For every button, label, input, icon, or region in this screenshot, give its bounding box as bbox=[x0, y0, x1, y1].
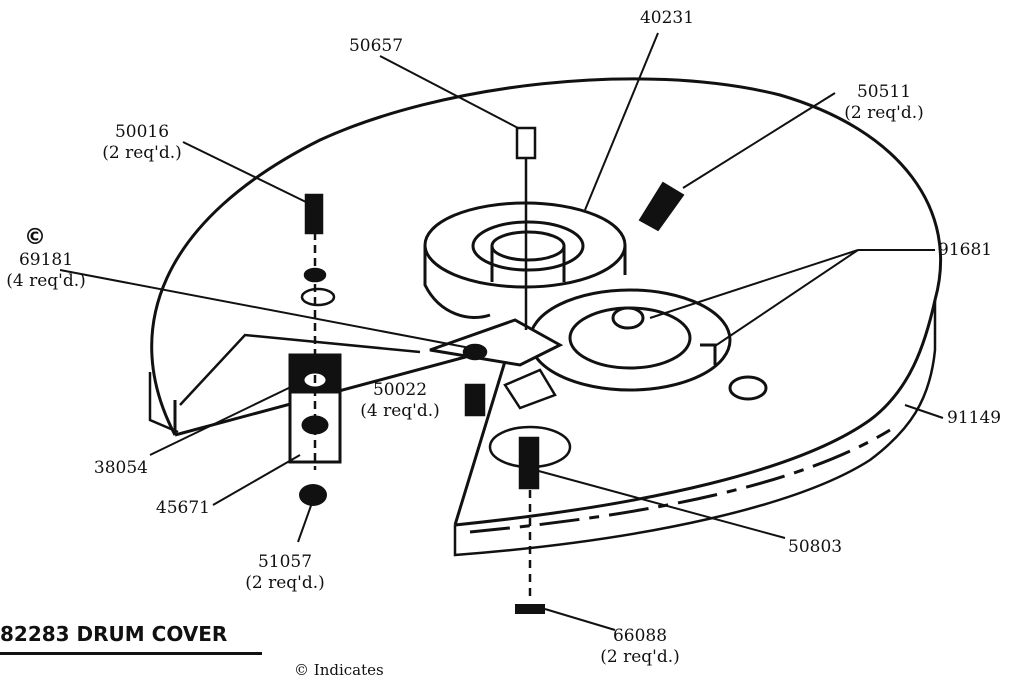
quantity: (2 req'd.) bbox=[600, 647, 680, 667]
part-number: 91149 bbox=[947, 408, 1002, 428]
quantity: (2 req'd.) bbox=[844, 103, 924, 123]
part-number: 91681 bbox=[938, 240, 993, 260]
part-number: 51057 bbox=[257, 552, 313, 572]
part-number: 38054 bbox=[93, 458, 148, 478]
callout-91681: 91681 bbox=[938, 240, 992, 261]
quantity: (2 req'd.) bbox=[245, 573, 325, 593]
rivet-50657 bbox=[515, 126, 537, 330]
callout-45671: 45671 bbox=[156, 498, 210, 519]
quantity: (4 req'd.) bbox=[360, 401, 440, 421]
part-number: 50022 bbox=[372, 380, 428, 400]
screw-50511 bbox=[638, 181, 685, 232]
callout-69181: 69181(4 req'd.) bbox=[6, 250, 86, 292]
callout-50511: 50511(2 req'd.) bbox=[844, 82, 924, 124]
quantity: (4 req'd.) bbox=[6, 271, 86, 291]
diagram-title: 82283 DRUM COVER bbox=[0, 622, 228, 646]
spacer-50022 bbox=[462, 343, 488, 417]
quantity: (2 req'd.) bbox=[102, 143, 182, 163]
title-underline bbox=[0, 652, 262, 655]
nut-51057 bbox=[299, 484, 327, 506]
part-number: 50016 bbox=[114, 122, 170, 142]
callout-50022: 50022(4 req'd.) bbox=[360, 380, 440, 422]
part-number: 50803 bbox=[788, 537, 843, 557]
screw-50016 bbox=[300, 193, 336, 470]
copyright-mark: © bbox=[24, 225, 46, 250]
rivet-66088 bbox=[515, 604, 545, 614]
callout-40231: 40231 bbox=[640, 8, 694, 29]
callout-50657: 50657 bbox=[349, 36, 403, 57]
callout-50803: 50803 bbox=[788, 537, 842, 558]
callout-50016: 50016(2 req'd.) bbox=[102, 122, 182, 164]
leader-lines bbox=[59, 32, 944, 631]
lever-plate bbox=[429, 318, 564, 367]
part-number: 50511 bbox=[856, 82, 912, 102]
part-number: 69181 bbox=[18, 250, 74, 270]
disc-hole bbox=[728, 375, 768, 401]
footnote: © Indicates bbox=[294, 661, 384, 675]
part-number: 40231 bbox=[639, 8, 695, 28]
callout-91149: 91149 bbox=[947, 408, 1001, 429]
callout-66088: 66088(2 req'd.) bbox=[600, 626, 680, 668]
part-number: 50657 bbox=[348, 36, 404, 56]
cam-91681 bbox=[528, 288, 732, 392]
callout-38054: 38054 bbox=[94, 458, 148, 479]
screw-50803 bbox=[488, 368, 572, 600]
callout-51057: 51057(2 req'd.) bbox=[245, 552, 325, 594]
part-number: 45671 bbox=[155, 498, 210, 518]
part-number: 66088 bbox=[612, 626, 668, 646]
